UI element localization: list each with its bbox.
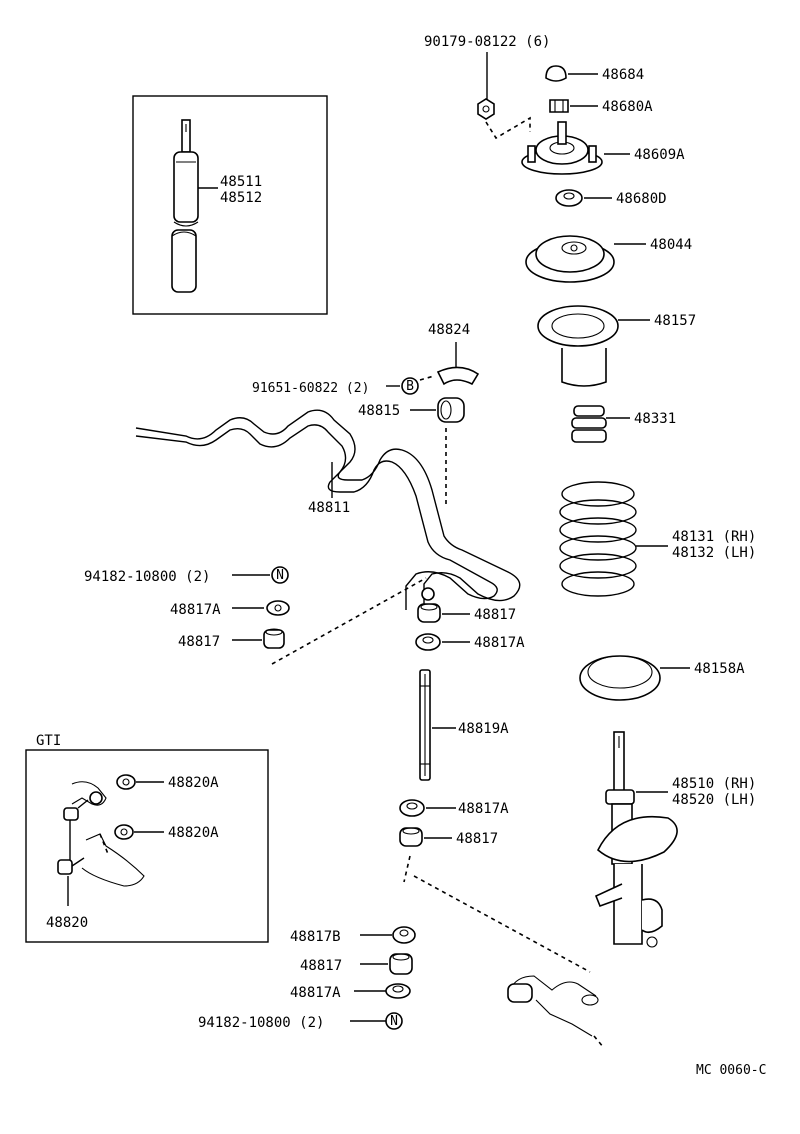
label-48817A-center-upper: 48817A xyxy=(474,635,525,651)
figure-code: MC 0060-C xyxy=(696,1063,766,1078)
gti-link-48820 xyxy=(57,799,89,875)
stabilizer-link-48819A xyxy=(419,669,431,781)
cushion-48817A-bottom xyxy=(385,983,411,999)
label-48520-lh: 48520 (LH) xyxy=(672,792,756,808)
label-48817A-center-lower: 48817A xyxy=(458,801,509,817)
nut-48680A xyxy=(549,99,569,113)
nut-n-symbol-lower: N xyxy=(385,1012,403,1030)
gti-cushion-48820A-lower xyxy=(114,824,134,840)
label-48684: 48684 xyxy=(602,67,644,83)
spacer-48680D xyxy=(555,189,583,207)
lower-arm-partial xyxy=(507,975,599,1037)
label-48044: 48044 xyxy=(650,237,692,253)
nut-n-letter-upper: N xyxy=(276,568,284,583)
upper-seat-48044 xyxy=(525,235,615,283)
label-48157: 48157 xyxy=(654,313,696,329)
cushion-48817-bottom xyxy=(389,953,413,975)
bracket-48824 xyxy=(436,366,480,386)
label-48820A-upper: 48820A xyxy=(168,775,219,791)
label-48817-left: 48817 xyxy=(178,634,220,650)
stabilizer-bar-48811 xyxy=(135,409,521,610)
bushing-48815 xyxy=(437,397,465,423)
label-94182-10800-lower: 94182-10800 (2) xyxy=(198,1015,324,1031)
label-48331: 48331 xyxy=(634,411,676,427)
cushion-48817B xyxy=(392,926,416,944)
gti-inset-title: GTI xyxy=(36,733,61,749)
cushion-48817-center-upper xyxy=(417,603,441,623)
cushion-48817A-center-lower xyxy=(399,799,425,817)
mount-nut xyxy=(477,98,495,120)
shock-cartridge xyxy=(171,119,199,293)
label-48511: 48511 xyxy=(220,174,262,190)
label-48817-center-lower: 48817 xyxy=(456,831,498,847)
bolt-b-letter: B xyxy=(406,379,414,394)
label-48512: 48512 xyxy=(220,190,262,206)
label-48811: 48811 xyxy=(308,500,350,516)
label-48609A: 48609A xyxy=(634,147,685,163)
label-48820: 48820 xyxy=(46,915,88,931)
label-90179-08122: 90179-08122 (6) xyxy=(424,34,550,50)
shock-absorber-48510 xyxy=(594,731,678,948)
label-48817B: 48817B xyxy=(290,929,341,945)
cartridge-inset-box xyxy=(132,95,328,315)
label-91651-60822: 91651-60822 (2) xyxy=(252,381,369,396)
label-48680D: 48680D xyxy=(616,191,667,207)
label-48131-rh: 48131 (RH) xyxy=(672,529,756,545)
label-48824: 48824 xyxy=(428,322,470,338)
strut-mount-48609A xyxy=(521,121,603,175)
label-48815: 48815 xyxy=(358,403,400,419)
cap-48684 xyxy=(545,65,567,82)
label-48132-lh: 48132 (LH) xyxy=(672,545,756,561)
link-end-ball xyxy=(421,587,435,601)
label-48158A: 48158A xyxy=(694,661,745,677)
coil-spring-48131 xyxy=(559,481,637,597)
label-48817-bottom: 48817 xyxy=(300,958,342,974)
bound-stopper-48331 xyxy=(571,405,607,443)
gti-cushion-48820A-upper xyxy=(116,774,136,790)
nut-n-letter-lower: N xyxy=(390,1014,398,1029)
cushion-48817-center-lower xyxy=(399,827,423,847)
label-48819A: 48819A xyxy=(458,721,509,737)
label-94182-10800-upper: 94182-10800 (2) xyxy=(84,569,210,585)
cushion-48817A-center-upper xyxy=(415,633,441,651)
lower-insulator-48158A xyxy=(579,655,661,701)
cushion-48817-left xyxy=(263,628,285,649)
label-48817A-bottom: 48817A xyxy=(290,985,341,1001)
bolt-b-symbol: B xyxy=(401,377,419,395)
bumper-dust-cover-48157 xyxy=(537,305,619,387)
label-48820A-lower: 48820A xyxy=(168,825,219,841)
gti-stabilizer-end xyxy=(71,781,145,887)
label-48817-center-upper: 48817 xyxy=(474,607,516,623)
cushion-48817A-left xyxy=(266,600,290,616)
label-48817A-left: 48817A xyxy=(170,602,221,618)
gti-inset-box xyxy=(25,749,269,943)
label-48680A: 48680A xyxy=(602,99,653,115)
nut-n-symbol-upper: N xyxy=(271,566,289,584)
label-48510-rh: 48510 (RH) xyxy=(672,776,756,792)
